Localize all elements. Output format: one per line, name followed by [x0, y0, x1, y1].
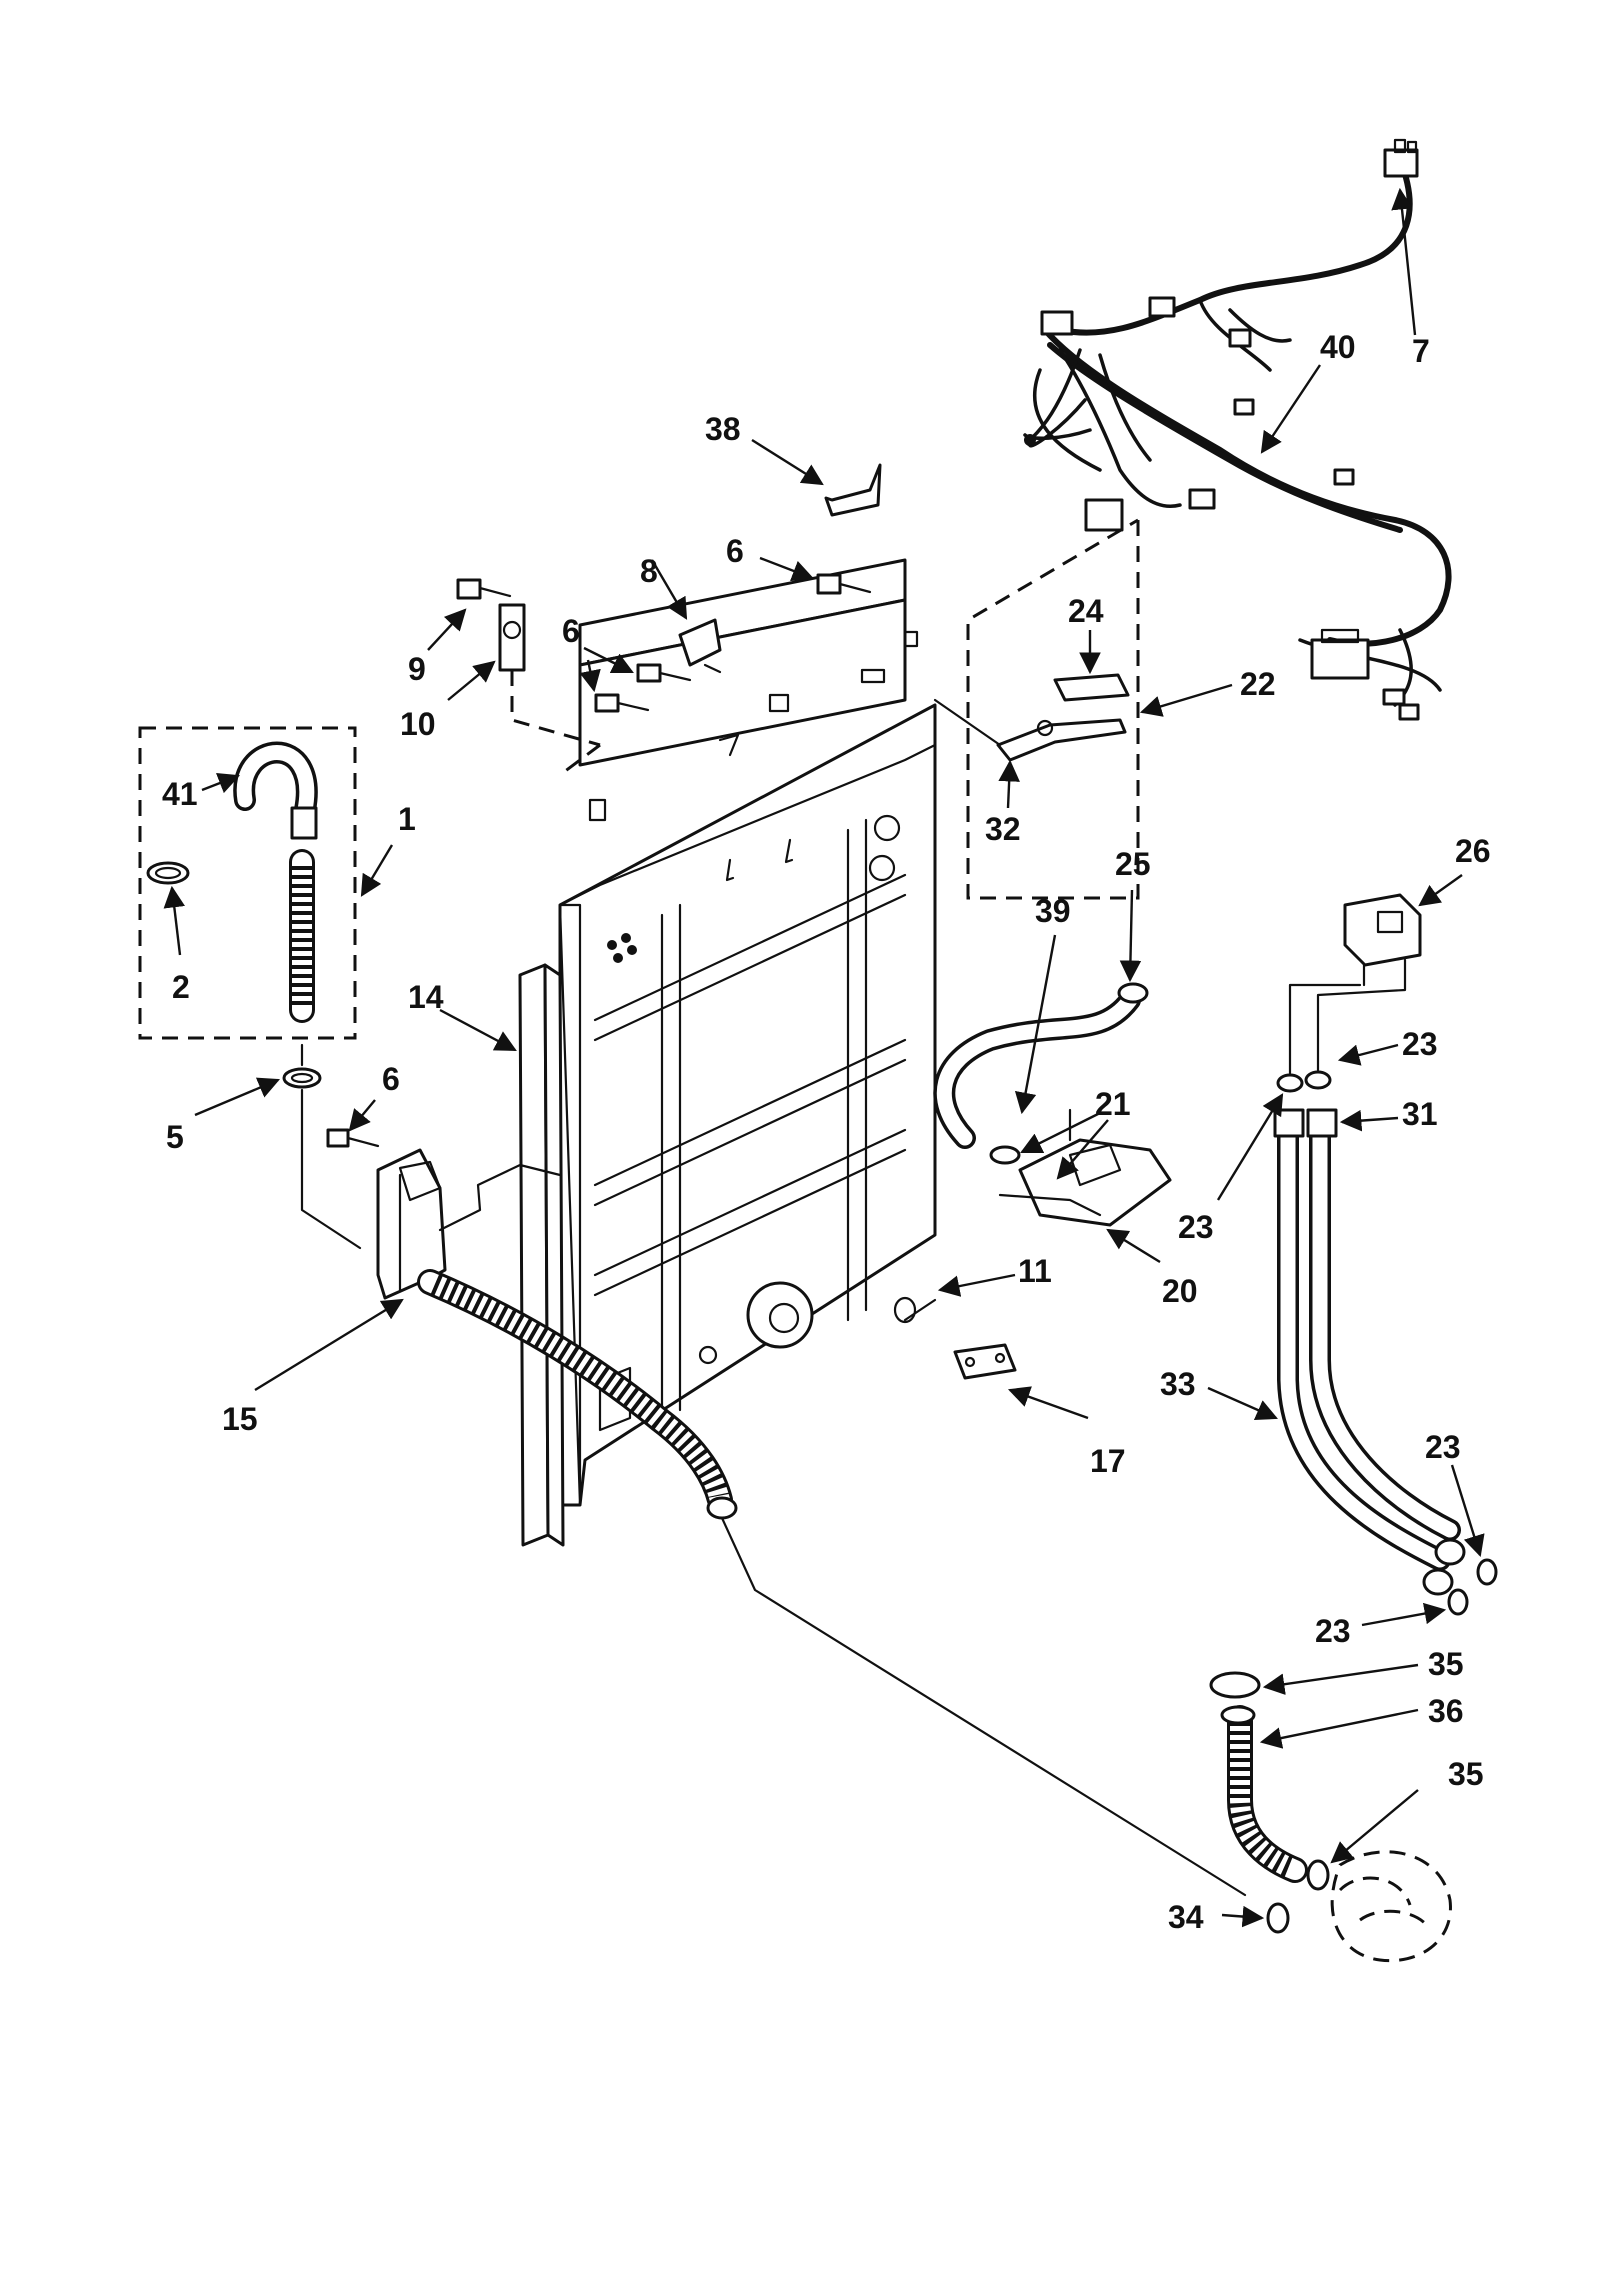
callout-23-a: 23 [1402, 1026, 1438, 1062]
clamp-25 [1117, 982, 1149, 1004]
water-valve-26 [1288, 893, 1422, 1082]
callout-1: 1 [398, 801, 416, 837]
callout-31: 31 [1402, 1096, 1438, 1132]
callout-39: 39 [1035, 893, 1071, 929]
screw-6-top [816, 573, 872, 595]
callout-labels: 41 2 1 5 6 14 15 9 10 8 6 6 38 7 40 24 2… [162, 329, 1491, 1935]
callout-36: 36 [1428, 1693, 1464, 1729]
callout-9: 9 [408, 651, 426, 687]
callout-20: 20 [1162, 1273, 1198, 1309]
drain-hose-kit-box [138, 726, 357, 1040]
plate-17 [953, 1343, 1017, 1380]
callout-35-a: 35 [1428, 1646, 1464, 1682]
callout-33: 33 [1160, 1366, 1196, 1402]
callout-5: 5 [166, 1119, 184, 1155]
clip-38 [824, 463, 882, 517]
leader-lines [163, 187, 1485, 1928]
switch-housing-20 [998, 1108, 1172, 1227]
washer-23b [1304, 1070, 1332, 1090]
callout-22: 22 [1240, 666, 1276, 702]
hose-bracket [376, 1148, 562, 1300]
screws-6-pair [594, 663, 692, 713]
screw-6-lower [326, 1128, 380, 1148]
callout-15: 15 [222, 1401, 258, 1437]
callout-23-c: 23 [1425, 1429, 1461, 1465]
clamp-21 [989, 1145, 1021, 1165]
callout-14: 14 [408, 979, 444, 1015]
callout-8: 8 [640, 553, 658, 589]
bracket-10 [498, 603, 601, 777]
callout-25: 25 [1115, 846, 1151, 882]
callout-41: 41 [162, 776, 198, 812]
rear-panel [558, 558, 937, 1507]
clamp-2 [146, 861, 190, 885]
callout-2: 2 [172, 969, 190, 1005]
callout-26: 26 [1455, 833, 1491, 869]
label-24 [1053, 673, 1130, 702]
callout-11: 11 [1018, 1253, 1052, 1289]
fill-hoses-33 [1273, 1108, 1466, 1596]
clamp-5 [282, 1067, 322, 1089]
screw-9 [456, 578, 512, 600]
switch-bracket-32 [996, 718, 1127, 762]
panel-port [698, 1281, 814, 1365]
drain-hose [417, 1269, 1247, 1897]
callout-21: 21 [1095, 1086, 1131, 1122]
callout-23-b: 23 [1178, 1209, 1214, 1245]
clamp-34 [1266, 1902, 1290, 1934]
callout-17: 17 [1090, 1443, 1126, 1479]
callout-6-mid: 6 [562, 613, 580, 649]
washer-23d [1447, 1588, 1469, 1616]
side-rail [518, 963, 565, 1547]
hose-39 [933, 989, 1141, 1149]
callout-32: 32 [985, 811, 1021, 847]
clip-8 [678, 618, 722, 674]
callout-35-b: 35 [1448, 1756, 1484, 1792]
washer-23a [1276, 1073, 1304, 1093]
pump-phantom [1330, 1850, 1452, 1963]
clamp-35-top [1209, 1671, 1261, 1699]
callout-6-lower: 6 [382, 1061, 400, 1097]
callout-23-d: 23 [1315, 1613, 1351, 1649]
clamp-35-bottom [1306, 1859, 1330, 1891]
callout-34: 34 [1168, 1899, 1204, 1935]
switch-kit-box [966, 518, 1140, 900]
vent-holes [607, 933, 637, 963]
callout-38: 38 [705, 411, 741, 447]
hose-hook [233, 741, 318, 840]
drain-elbow-36 [1220, 1705, 1308, 1883]
callout-10: 10 [400, 706, 436, 742]
callout-40: 40 [1320, 329, 1356, 365]
washer-23c [1476, 1558, 1498, 1586]
wire-harness [1023, 138, 1452, 721]
callout-24: 24 [1068, 593, 1104, 629]
callout-6-top: 6 [726, 533, 744, 569]
callout-7: 7 [1412, 333, 1430, 369]
